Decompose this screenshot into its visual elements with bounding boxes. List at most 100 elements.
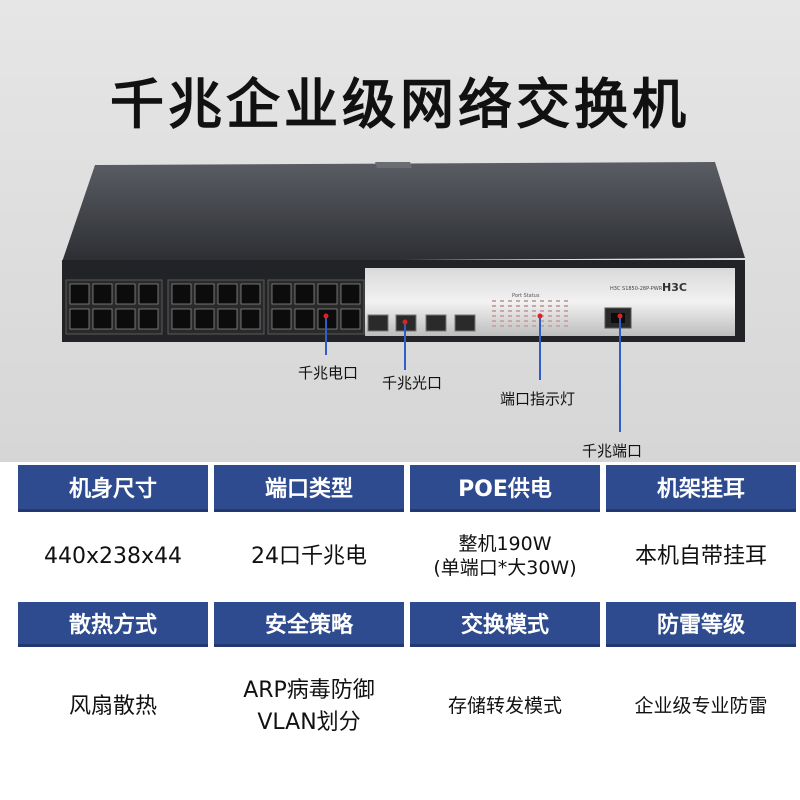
- spec-value-switch-mode: 存储转发模式: [410, 652, 600, 762]
- spec-header-rack: 机架挂耳: [606, 465, 796, 512]
- spec-header-cooling: 散热方式: [18, 602, 208, 647]
- rj45-port: [138, 308, 159, 330]
- status-led: [492, 300, 496, 302]
- status-led: [564, 315, 568, 317]
- indicator-label: 端口指示灯: [500, 390, 576, 408]
- callout-lines-lower: [404, 360, 621, 432]
- status-led: [532, 300, 536, 302]
- rj45-port: [240, 283, 261, 305]
- status-led: [508, 320, 512, 322]
- spec-value-cooling: 风扇散热: [18, 652, 208, 762]
- rj45-port: [271, 283, 292, 305]
- status-led: [524, 320, 528, 322]
- status-led: [524, 310, 528, 312]
- model-label: H3C S1850-28P-PWR: [610, 286, 663, 292]
- status-led: [556, 300, 560, 302]
- poe-line-2: (单端口*大30W): [433, 557, 577, 579]
- rj45-port: [171, 308, 192, 330]
- status-led: [524, 300, 528, 302]
- status-led: [548, 320, 552, 322]
- status-led: [524, 305, 528, 307]
- status-led: [508, 315, 512, 317]
- cooling-text: 风扇散热: [68, 694, 157, 720]
- console-port-label: 千兆端口: [582, 442, 643, 460]
- switch-mode-text: 存储转发模式: [447, 695, 562, 718]
- status-led: [524, 325, 528, 327]
- status-led: [556, 310, 560, 312]
- status-led: [564, 310, 568, 312]
- status-led: [540, 320, 544, 322]
- status-led: [508, 305, 512, 307]
- status-led: [540, 325, 544, 327]
- status-led: [492, 310, 496, 312]
- status-led: [564, 325, 568, 327]
- spec-value-rack: 本机自带挂耳: [606, 517, 796, 597]
- rj45-port: [217, 308, 238, 330]
- status-led: [516, 325, 520, 327]
- status-led: [540, 305, 544, 307]
- optical-port-label: 千兆光口: [382, 374, 443, 392]
- status-led: [516, 310, 520, 312]
- status-led: [548, 300, 552, 302]
- lightning-text: 企业级专业防雷: [634, 695, 768, 718]
- status-led: [508, 310, 512, 312]
- rj45-port: [92, 308, 113, 330]
- spec-header-security: 安全策略: [214, 602, 404, 647]
- port-status-label: Port Status: [512, 293, 540, 299]
- status-led: [524, 315, 528, 317]
- spec-value-security: ARP病毒防御 VLAN划分: [214, 652, 404, 762]
- status-led: [564, 300, 568, 302]
- spec-header-poe: POE供电: [410, 465, 600, 512]
- spec-header-port-type: 端口类型: [214, 465, 404, 512]
- rj45-port: [194, 283, 215, 305]
- rj45-port: [317, 308, 338, 330]
- status-led: [556, 320, 560, 322]
- spec-value-lightning: 企业级专业防雷: [606, 652, 796, 762]
- status-led: [492, 315, 496, 317]
- poe-line-1: 整机190W: [458, 533, 552, 556]
- status-led: [564, 320, 568, 322]
- rack-text: 本机自带挂耳: [634, 544, 767, 570]
- rj45-port: [317, 283, 338, 305]
- status-led: [508, 325, 512, 327]
- rj45-port: [69, 308, 90, 330]
- status-led: [500, 325, 504, 327]
- rj45-port: [294, 308, 315, 330]
- status-led: [548, 315, 552, 317]
- rj45-port: [217, 283, 238, 305]
- status-led: [556, 325, 560, 327]
- status-led: [548, 325, 552, 327]
- rj45-port: [194, 308, 215, 330]
- switch-device-image: Port Status H3C S1850-28P-PWR H3C: [62, 162, 745, 360]
- status-led: [500, 320, 504, 322]
- spec-header-lightning: 防雷等级: [606, 602, 796, 647]
- rj45-port: [171, 283, 192, 305]
- spec-value-poe: 整机190W (单端口*大30W): [410, 517, 600, 597]
- status-led: [492, 305, 496, 307]
- status-led: [548, 305, 552, 307]
- status-led: [508, 300, 512, 302]
- status-led: [532, 310, 536, 312]
- security-line-2: VLAN划分: [257, 710, 361, 735]
- security-line-1: ARP病毒防御: [243, 678, 375, 704]
- rj45-port: [340, 308, 361, 330]
- status-led: [516, 300, 520, 302]
- status-led: [532, 305, 536, 307]
- spec-value-size: 440x238x44: [18, 517, 208, 597]
- status-led: [492, 325, 496, 327]
- rj45-port: [115, 283, 136, 305]
- rj45-port: [271, 308, 292, 330]
- status-led: [556, 305, 560, 307]
- status-led: [532, 320, 536, 322]
- status-led: [516, 305, 520, 307]
- status-led: [540, 310, 544, 312]
- status-led: [500, 315, 504, 317]
- status-led: [500, 305, 504, 307]
- status-led: [492, 320, 496, 322]
- status-led: [556, 315, 560, 317]
- spec-header-switch-mode: 交换模式: [410, 602, 600, 647]
- status-led: [516, 315, 520, 317]
- rj45-port: [115, 308, 136, 330]
- rj45-port: [92, 283, 113, 305]
- page-title: 千兆企业级网络交换机: [110, 73, 690, 136]
